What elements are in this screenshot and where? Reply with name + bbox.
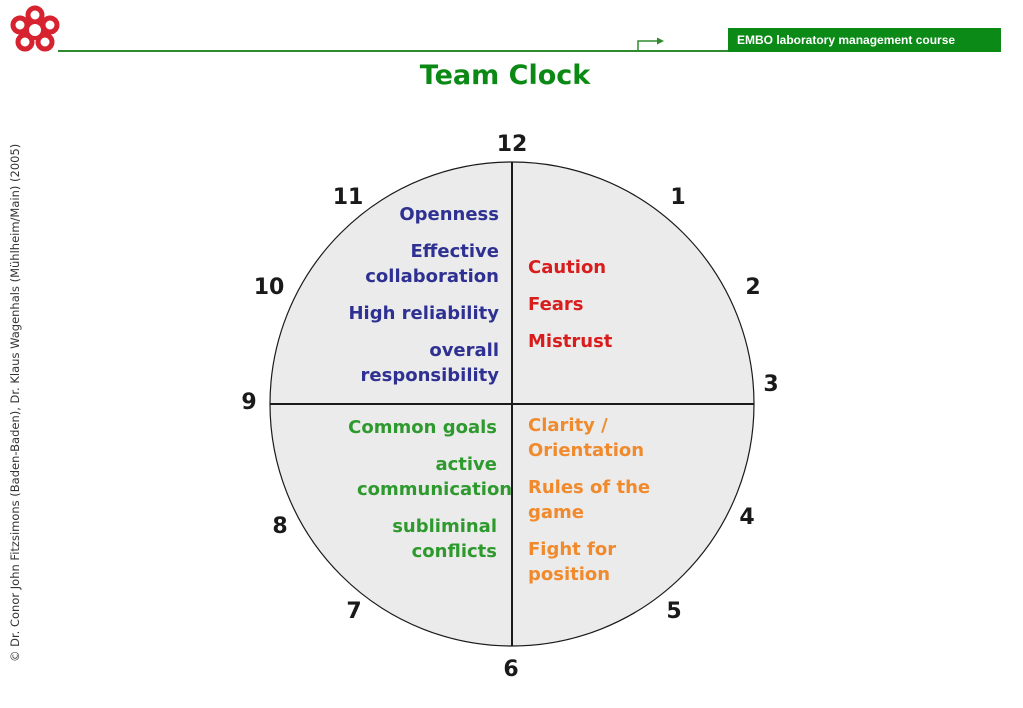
- clock-number-10: 10: [253, 275, 285, 300]
- flower-logo-icon: [10, 5, 60, 52]
- clock-number-3: 3: [763, 372, 779, 397]
- clock-number-9: 9: [241, 390, 257, 415]
- quadrant-item: Clarity / Orientation: [528, 415, 645, 461]
- clock-number-6: 6: [503, 657, 519, 682]
- arrow-right-icon: [637, 37, 664, 50]
- quadrant-item: Effective collaboration: [365, 241, 499, 287]
- clock-number-7: 7: [346, 599, 362, 624]
- quadrant-item: overall responsibility: [360, 340, 499, 386]
- quadrant-item: High reliability: [348, 303, 499, 324]
- quadrant-item: Openness: [399, 204, 499, 225]
- quadrant-item: Caution: [528, 257, 607, 278]
- quadrant-item: Fight for position: [528, 539, 617, 585]
- quadrant-item: Mistrust: [528, 331, 613, 352]
- quadrant-item: Fears: [528, 294, 584, 315]
- quadrant-item: subliminal conflicts: [392, 516, 497, 562]
- quadrant-bottom-right: Clarity / Orientation Rules of the game …: [528, 413, 653, 599]
- header-rule: [58, 50, 1001, 52]
- clock-number-12: 12: [496, 132, 528, 157]
- clock-number-2: 2: [745, 275, 761, 300]
- course-banner: EMBO laboratory management course: [728, 28, 1001, 52]
- clock-number-5: 5: [666, 599, 682, 624]
- quadrant-top-right: Caution Fears Mistrust: [528, 255, 728, 366]
- quadrant-top-left: Openness Effective collaboration High re…: [279, 202, 499, 400]
- quadrant-item: active communication: [357, 454, 513, 500]
- quadrant-item: Rules of the game: [528, 477, 651, 523]
- quadrant-item: Common goals: [348, 417, 497, 438]
- page-title: Team Clock: [419, 60, 591, 91]
- clock-number-1: 1: [670, 185, 686, 210]
- clock-number-4: 4: [739, 505, 755, 530]
- clock-number-11: 11: [332, 185, 364, 210]
- quadrant-bottom-left: Common goals active communication sublim…: [277, 415, 513, 576]
- clock-number-8: 8: [272, 514, 288, 539]
